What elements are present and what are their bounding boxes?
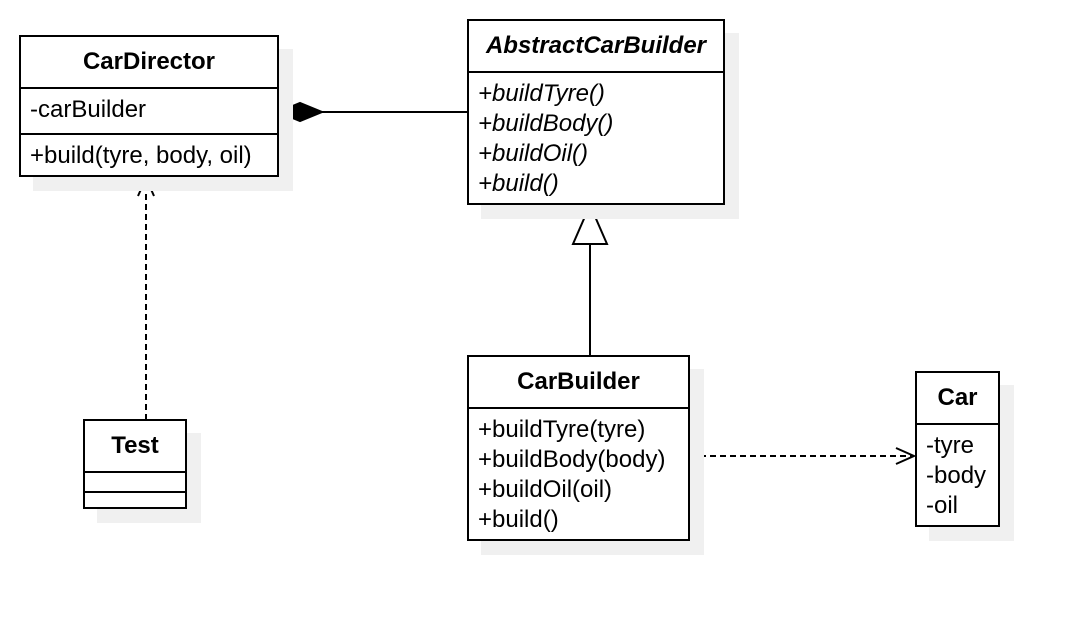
attributes-section: -tyre -body -oil	[917, 423, 998, 521]
dependency-arrowhead	[895, 447, 917, 465]
composition-edge	[275, 101, 468, 123]
method: +buildBody(body)	[478, 446, 666, 473]
composition-diamond	[275, 101, 325, 123]
generalization-triangle	[571, 202, 609, 245]
class-name: CarBuilder	[517, 368, 640, 395]
class-name: CarDirector	[82, 48, 216, 75]
method: +buildTyre(tyre)	[478, 416, 646, 443]
methods-section: +build(tyre, body, oil)	[21, 133, 277, 175]
dependency-edge-test-director	[137, 175, 155, 420]
class-car-director[interactable]: CarDirector -carBuilder +build(tyre, bod…	[19, 35, 279, 177]
method: +build()	[478, 170, 559, 197]
methods-section: +buildTyre() +buildBody() +buildOil() +b…	[469, 71, 723, 199]
method: +buildOil(oil)	[478, 476, 613, 503]
attribute: -tyre	[926, 432, 974, 459]
attributes-section: -carBuilder	[21, 87, 277, 133]
method: +build(tyre, body, oil)	[30, 142, 252, 169]
class-car[interactable]: Car -tyre -body -oil	[915, 371, 1000, 527]
attributes-section	[85, 471, 185, 491]
attribute: -body	[926, 462, 987, 489]
class-name: Car	[937, 384, 978, 411]
class-car-builder[interactable]: CarBuilder +buildTyre(tyre) +buildBody(b…	[467, 355, 690, 541]
method: +buildTyre()	[478, 80, 605, 107]
method: +buildBody()	[478, 110, 614, 137]
attribute: -carBuilder	[30, 96, 147, 123]
generalization-edge	[571, 202, 609, 356]
methods-section: +buildTyre(tyre) +buildBody(body) +build…	[469, 407, 688, 535]
dependency-arrowhead	[137, 175, 155, 197]
class-test[interactable]: Test	[83, 419, 187, 509]
class-abstract-car-builder[interactable]: AbstractCarBuilder +buildTyre() +buildBo…	[467, 19, 725, 205]
methods-section	[85, 491, 185, 507]
class-name: Test	[111, 432, 159, 459]
method: +build()	[478, 506, 559, 533]
class-name: AbstractCarBuilder	[485, 32, 707, 59]
dependency-edge-builder-car	[690, 447, 917, 465]
attribute: -oil	[926, 492, 959, 519]
method: +buildOil()	[478, 140, 589, 167]
